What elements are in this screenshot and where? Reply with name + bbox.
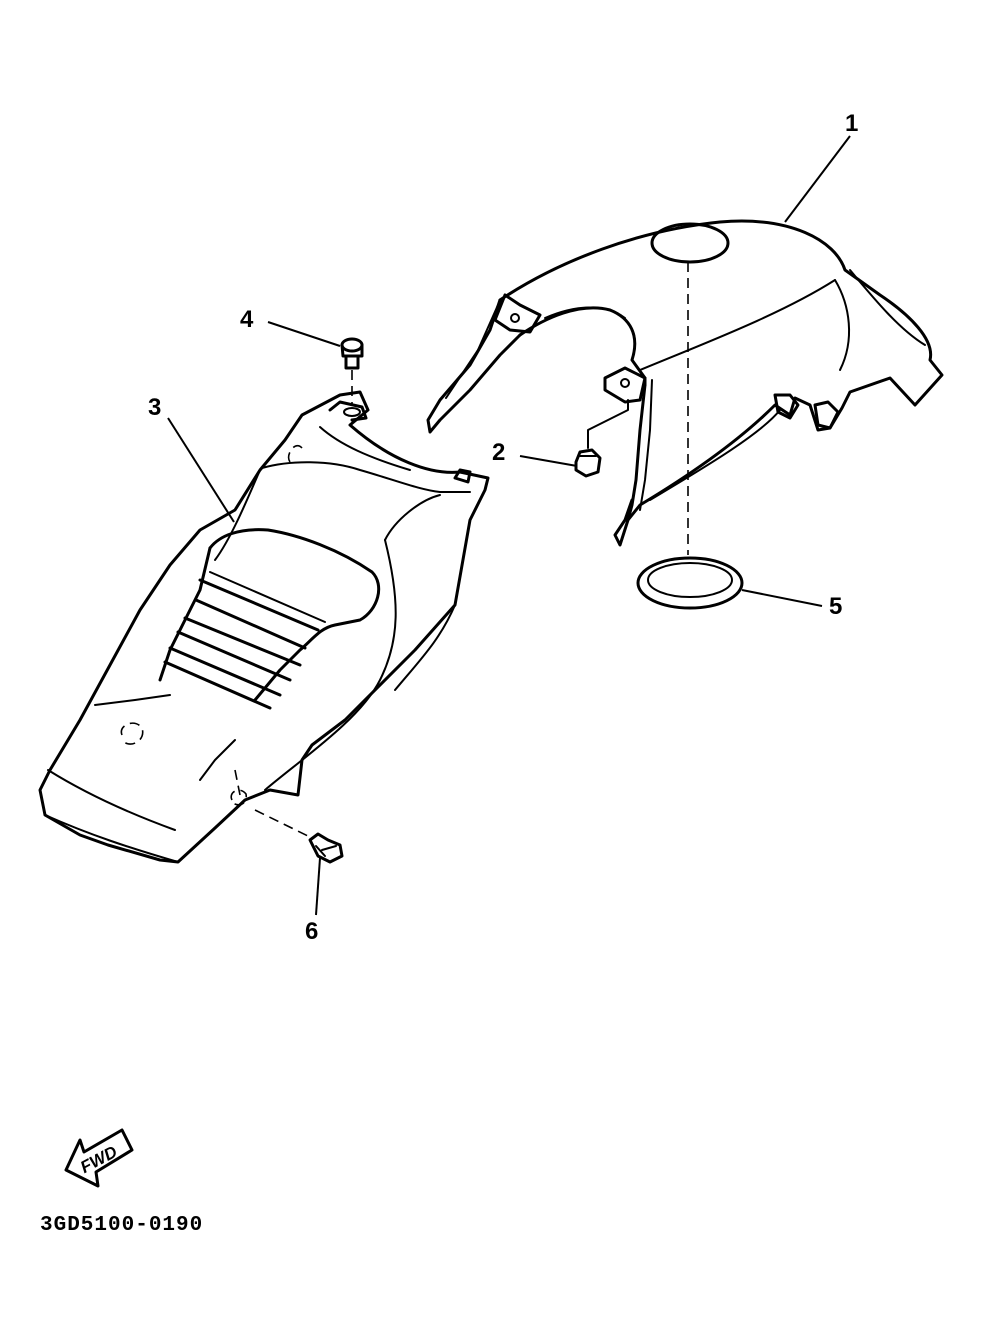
callout-6: 6 [305, 918, 319, 945]
callout-1: 1 [845, 110, 859, 137]
callout-2: 2 [492, 439, 506, 466]
leader-2 [519, 455, 578, 467]
part-4-screw [340, 337, 364, 405]
callout-3: 3 [148, 394, 162, 421]
callout-5: 5 [829, 593, 843, 620]
leader-6 [315, 857, 321, 916]
part-1-tank-cover [426, 219, 944, 547]
fwd-arrow-icon: FWD [64, 1128, 134, 1188]
leader-5 [741, 589, 823, 607]
part-3-rear-cover [38, 390, 490, 864]
callout-4: 4 [240, 306, 254, 333]
leader-1 [784, 135, 851, 223]
part-6-bolt [254, 809, 344, 864]
part-2-nut [574, 399, 629, 478]
part-5-ring [636, 556, 744, 610]
leader-4 [267, 321, 341, 347]
document-code: 3GD5100-0190 [40, 1214, 204, 1237]
leader-3 [167, 417, 235, 523]
